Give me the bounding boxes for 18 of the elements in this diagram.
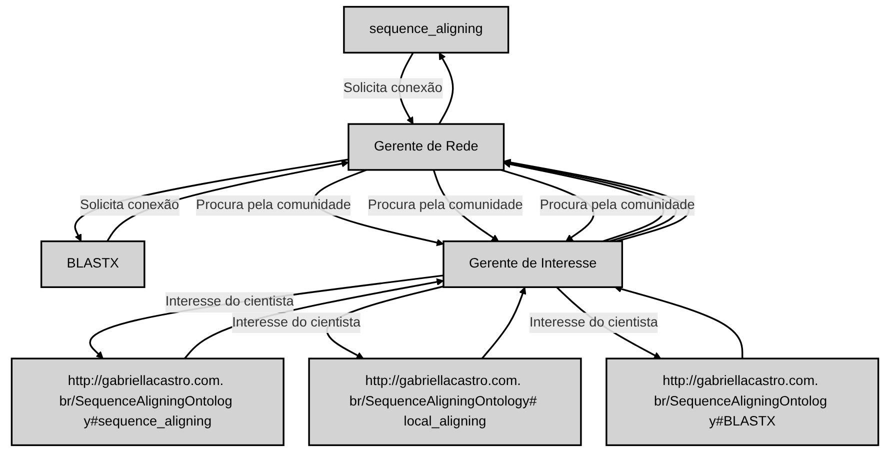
node-box: http://gabriellacastro.com. br/SequenceAligningOntology# local_aligning xyxy=(308,358,582,446)
edge-label: Interesse do cientista xyxy=(529,315,658,330)
arrow xyxy=(481,286,526,360)
arrow xyxy=(614,285,744,359)
edge-label: Solicita conexão xyxy=(343,80,442,96)
edge-label: Procura pela comunidade xyxy=(368,198,523,212)
node-box: Gerente de Rede xyxy=(348,123,505,171)
edge-label: Procura pela comunidade xyxy=(196,198,351,212)
node-box: http://gabriellacastro.com. br/SequenceAligningOntolog y#BLASTX xyxy=(606,358,880,446)
node-box: sequence_aligning xyxy=(343,6,510,54)
edge-label: Interesse do cientista xyxy=(232,315,361,330)
node-box: BLASTX xyxy=(40,240,146,288)
edge-label: Solicita conexão xyxy=(80,198,180,212)
arrow xyxy=(438,52,454,124)
node-box: http://gabriellacastro.com. br/SequenceAligningOntolog y#sequence_aligning xyxy=(10,358,284,446)
edge-label: Procura pela comunidade xyxy=(540,198,695,212)
edge-label: Interesse do cientista xyxy=(165,294,294,310)
node-box: Gerente de Interesse xyxy=(442,240,624,288)
